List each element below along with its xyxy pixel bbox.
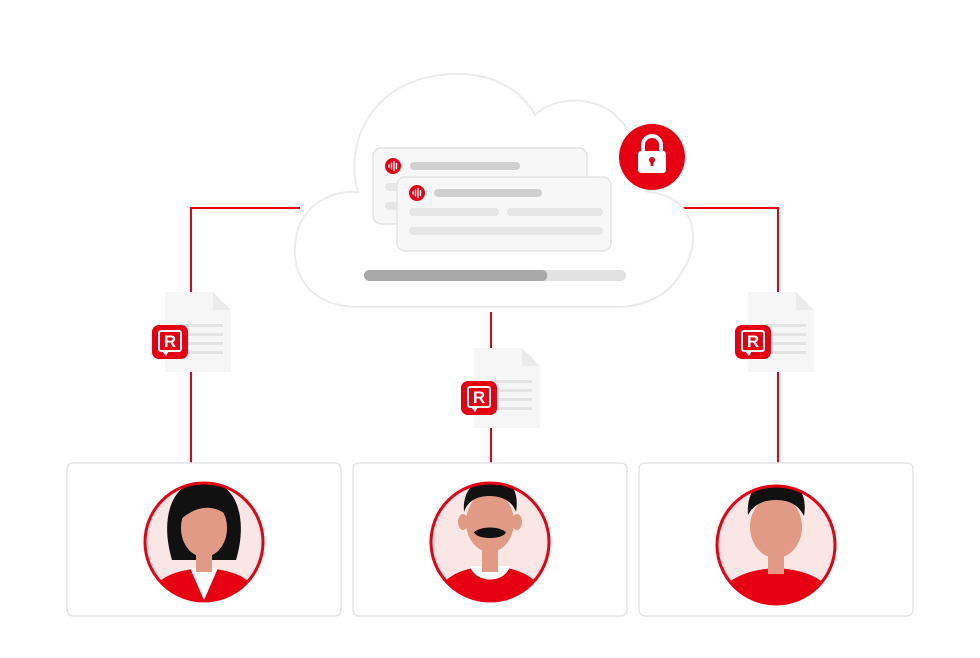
- audio-wave-icon: [412, 187, 422, 199]
- r-letter: R: [747, 332, 759, 351]
- audio-wave-icon: [388, 160, 398, 172]
- mustache-man-avatar-icon: [429, 481, 551, 603]
- connector-right: [680, 207, 779, 463]
- r-logo-icon: R: [461, 381, 497, 415]
- lock-icon: [619, 124, 685, 190]
- r-letter: R: [473, 388, 485, 407]
- r-logo-icon: R: [735, 325, 771, 359]
- r-logo-icon: R: [152, 325, 188, 359]
- woman-avatar-icon: [143, 481, 265, 603]
- recordings-card-front: [396, 176, 612, 252]
- man-avatar-icon: [715, 484, 837, 606]
- connector-left: [190, 207, 300, 463]
- upload-progress-bar: [364, 270, 626, 281]
- r-letter: R: [164, 332, 176, 351]
